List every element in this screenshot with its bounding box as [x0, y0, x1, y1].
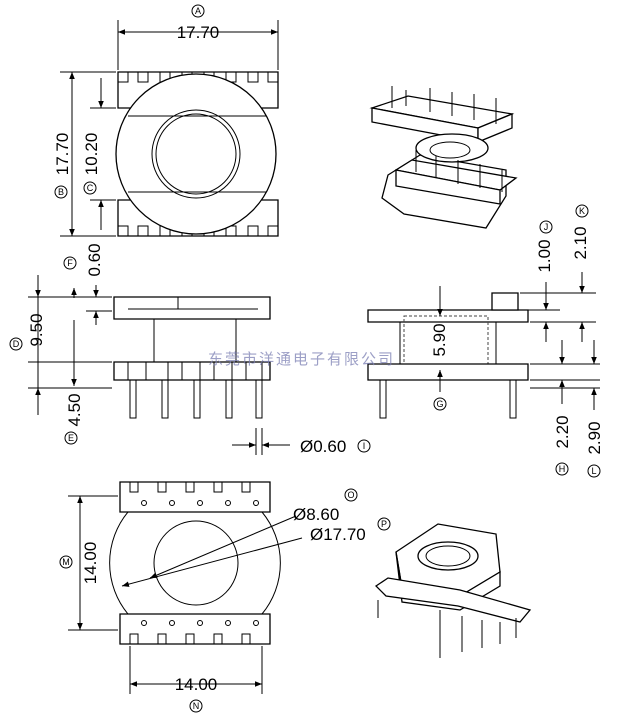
marker-c: C	[83, 181, 97, 195]
dimension-j: 1.00	[535, 239, 554, 272]
svg-text:K: K	[579, 206, 585, 216]
dimension-a: 17.70	[177, 23, 220, 42]
isometric-view-bottom	[374, 523, 532, 658]
marker-o: O	[344, 488, 358, 502]
marker-k: K	[575, 204, 589, 218]
marker-f: F	[63, 256, 77, 270]
svg-text:M: M	[62, 557, 70, 567]
dimension-f: 0.60	[85, 243, 104, 276]
marker-a: A	[191, 4, 205, 18]
dimension-e: 4.50	[65, 393, 84, 426]
marker-i: I	[357, 439, 371, 453]
svg-text:P: P	[381, 519, 387, 529]
dimension-o: Ø8.60	[293, 505, 339, 524]
marker-h: H	[555, 462, 569, 476]
marker-j: J	[539, 220, 553, 234]
marker-b: B	[54, 185, 68, 199]
svg-text:E: E	[68, 433, 74, 443]
svg-text:F: F	[67, 258, 73, 268]
dimension-l: 2.90	[585, 421, 604, 454]
bottom-view	[68, 481, 303, 694]
svg-text:L: L	[591, 466, 596, 476]
side-view	[367, 272, 600, 419]
dimension-h: 2.20	[553, 415, 572, 448]
dimension-n: 14.00	[175, 675, 218, 694]
marker-l: L	[587, 464, 601, 478]
dimension-d: 9.50	[27, 313, 46, 346]
svg-text:B: B	[58, 187, 64, 197]
dimension-k: 2.10	[571, 226, 590, 259]
dimension-c: 10.20	[82, 133, 101, 176]
svg-text:H: H	[559, 464, 566, 474]
top-view	[60, 20, 279, 237]
marker-e: E	[64, 431, 78, 445]
svg-text:G: G	[436, 399, 443, 409]
svg-text:I: I	[363, 441, 366, 451]
svg-text:N: N	[193, 701, 200, 711]
dimension-m: 14.00	[81, 542, 100, 585]
marker-p: P	[377, 517, 391, 531]
svg-text:A: A	[195, 6, 201, 16]
dimension-p: Ø17.70	[310, 525, 366, 544]
marker-m: M	[59, 555, 73, 569]
dimension-i: Ø0.60	[300, 437, 346, 456]
svg-text:O: O	[347, 490, 354, 500]
dimension-b: 17.70	[53, 133, 72, 176]
svg-text:D: D	[13, 339, 20, 349]
watermark: 东莞市洋通电子有限公司	[208, 350, 395, 368]
marker-n: N	[189, 699, 203, 713]
marker-g: G	[433, 397, 447, 411]
svg-text:C: C	[87, 183, 94, 193]
isometric-view-top	[369, 86, 518, 229]
dimension-g: 5.90	[430, 323, 449, 356]
marker-d: D	[9, 337, 23, 351]
svg-text:J: J	[544, 222, 549, 232]
front-view	[28, 275, 290, 455]
